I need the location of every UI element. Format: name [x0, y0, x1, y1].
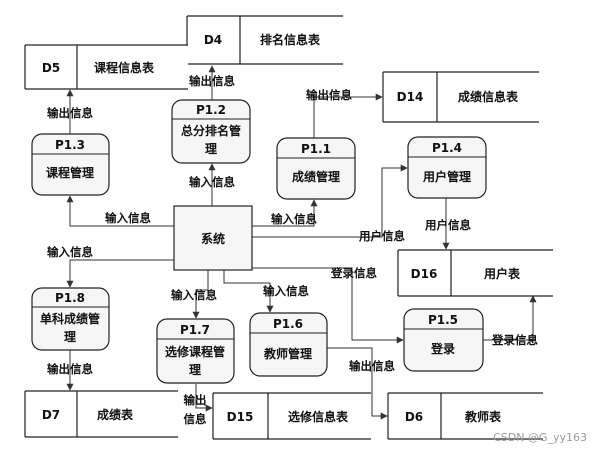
process-id: P1.5: [428, 313, 458, 327]
process-id: P1.8: [55, 291, 85, 305]
process-id: P1.7: [180, 323, 210, 337]
process-name-line-1: 选修课程管: [165, 344, 225, 359]
edge-label-p18-d7: 输出信息: [47, 362, 93, 376]
data-store-name: 成绩表: [97, 407, 134, 422]
edge-label-system-p12: 输入信息: [189, 175, 235, 189]
data-store-id: D4: [204, 33, 222, 47]
edge-system-to-p15: [252, 267, 404, 344]
edge-label-system-p18: 输入信息: [47, 245, 93, 259]
data-store-d6: D6 教师表: [387, 392, 543, 440]
process-name-line-1: 总分排名管: [181, 123, 241, 138]
system-label: 系统: [201, 231, 225, 246]
data-store-d15: D15 选修信息表: [212, 392, 371, 440]
data-stores: D4 排名信息表 D5 课程信息表 D14 成绩信息表: [24, 15, 553, 440]
process-p12: P1.2 总分排名管 理: [171, 99, 251, 164]
edge-label-p15-d16: 登录信息: [491, 333, 538, 347]
data-store-id: D6: [405, 410, 423, 424]
edge-label-system-p14: 用户信息: [358, 229, 405, 243]
edge-label-system-p16: 输入信息: [263, 284, 309, 298]
processes: P1.2 总分排名管 理 P1.3 课程管理 P1.1 成绩管理 P1.4 用户…: [31, 99, 487, 384]
process-name-line-1: 登录: [430, 341, 455, 356]
process-id: P1.6: [273, 317, 303, 331]
process-name-line-1: 用户管理: [422, 169, 471, 184]
edge-system-to-p16: [223, 270, 274, 313]
process-name-line-1: 教师管理: [263, 346, 312, 361]
process-p18: P1.8 单科成绩管 理: [31, 287, 110, 351]
edge-label-system-p13: 输入信息: [105, 211, 151, 225]
edge-p15-to-d16: [483, 295, 537, 341]
edge-label-p17-d15-line-2: 信息: [184, 412, 207, 426]
edge-system-to-p17: [192, 270, 209, 319]
process-name-line-2: 理: [189, 363, 201, 377]
data-store-id: D14: [397, 90, 424, 104]
data-store-d14: D14 成绩信息表: [382, 71, 539, 123]
process-id: P1.2: [196, 103, 226, 117]
process-id: P1.4: [432, 141, 462, 155]
process-p16: P1.6 教师管理: [249, 312, 328, 377]
edge-p16-to-d6: [290, 347, 388, 420]
data-store-id: D5: [42, 61, 60, 75]
edges: [66, 65, 537, 420]
process-name-line-1: 课程管理: [46, 165, 94, 180]
data-store-d5: D5 课程信息表: [24, 44, 188, 90]
data-store-d4: D4 排名信息表: [186, 15, 343, 65]
data-store-name: 用户表: [483, 266, 521, 281]
edge-label-system-p17: 输入信息: [171, 288, 217, 302]
edge-labels: 输出信息 输出信息 输入信息 输出信息 输入信息 输入信息 用户信息 用户信息 …: [47, 74, 538, 426]
process-name-line-2: 理: [64, 330, 76, 344]
process-id: P1.3: [55, 138, 85, 152]
process-id: P1.1: [301, 142, 331, 156]
edge-system-to-p14: [252, 164, 408, 238]
data-store-name: 选修信息表: [288, 409, 349, 424]
data-store-id: D7: [42, 408, 60, 422]
data-store-id: D16: [411, 267, 438, 281]
data-store-name: 成绩信息表: [458, 89, 519, 104]
edge-system-to-p18: [66, 259, 174, 288]
process-name-line-2: 理: [205, 142, 217, 156]
edge-label-p17-d15-line-1: 输出: [184, 393, 207, 407]
edge-label-p13-d5: 输出信息: [47, 106, 93, 120]
data-store-name: 排名信息表: [260, 32, 321, 47]
process-name-line-1: 单科成绩管: [40, 311, 100, 326]
edge-p17-to-d15: [195, 384, 213, 412]
edge-p11-to-d14: [313, 93, 383, 138]
edge-label-system-p15: 登录信息: [330, 266, 377, 280]
data-store-name: 教师表: [464, 409, 502, 424]
process-p17: P1.7 选修课程管 理: [156, 318, 235, 384]
data-store-name: 课程信息表: [94, 60, 155, 75]
process-p15: P1.5 登录: [403, 308, 484, 372]
edge-system-to-p13: [66, 195, 174, 227]
process-p13: P1.3 课程管理: [31, 133, 110, 196]
edge-system-to-p11: [252, 199, 318, 227]
system-entity: 系统: [173, 205, 253, 271]
data-store-id: D15: [227, 410, 254, 424]
edge-label-p12-d4: 输出信息: [189, 74, 235, 88]
data-store-d16: D16 用户表: [397, 249, 553, 297]
watermark: CSDN @G_yy163: [493, 431, 587, 444]
edge-label-p14-d16: 用户信息: [424, 218, 471, 232]
edge-label-system-p11: 输入信息: [271, 212, 317, 226]
edge-label-p16-d6: 输出信息: [349, 359, 395, 373]
process-p11: P1.1 成绩管理: [276, 137, 356, 200]
data-store-d7: D7 成绩表: [24, 390, 178, 438]
process-name-line-1: 成绩管理: [292, 169, 340, 184]
edge-label-p11-d14: 输出信息: [306, 88, 352, 102]
process-p14: P1.4 用户管理: [407, 136, 487, 199]
